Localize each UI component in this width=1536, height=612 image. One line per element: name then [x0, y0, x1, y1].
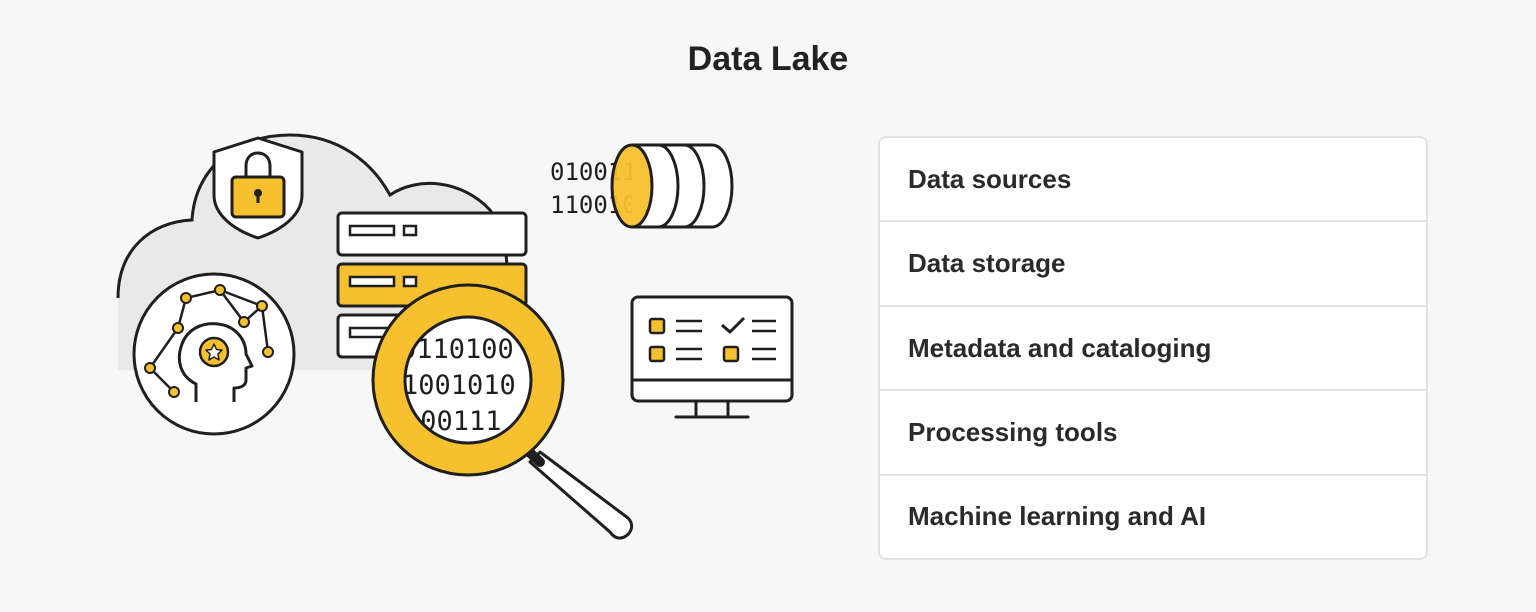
list-item-machine-learning-ai: Machine learning and AI	[880, 475, 1426, 558]
shield-lock-icon	[212, 136, 304, 240]
ai-head-icon	[132, 272, 296, 436]
magnifying-glass-icon: 0110100 1001010 100111	[371, 283, 634, 540]
page-title: Data Lake	[687, 40, 849, 78]
list-item-data-storage: Data storage	[880, 222, 1426, 305]
monitor-checklist-icon	[630, 295, 794, 419]
list-item-metadata-cataloging: Metadata and cataloging	[880, 306, 1426, 390]
components-list: Data sources Data storage Metadata and c…	[878, 136, 1428, 560]
list-item-data-sources: Data sources	[880, 138, 1426, 221]
data-lake-illustration: 010011 110010 0110100 1001010 100	[116, 133, 794, 540]
list-item-processing-tools: Processing tools	[880, 391, 1426, 474]
database-cylinder-icon: 010011 110010	[550, 143, 734, 229]
lens-binary-line-1: 0110100	[400, 334, 514, 365]
lens-binary-line-2: 1001010	[402, 370, 516, 401]
